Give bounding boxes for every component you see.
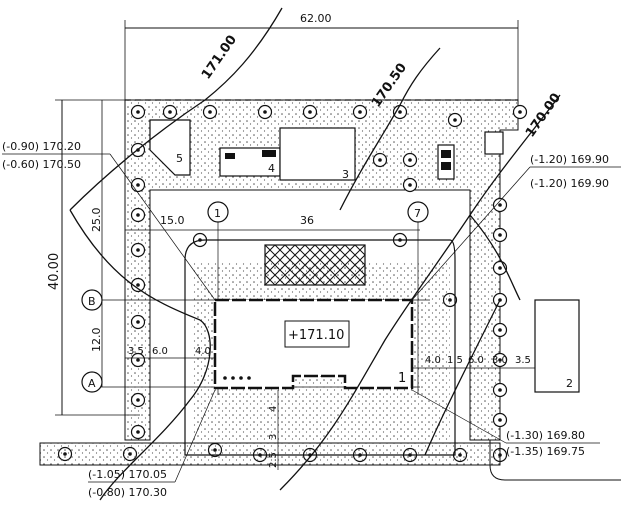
tree-center-dot [136, 110, 140, 114]
tree-center-dot [136, 358, 140, 362]
building-elevation-label: +171.10 [288, 328, 344, 343]
svg-text:B: B [88, 295, 96, 308]
structure-3: 3 [279, 127, 356, 181]
axis-bubble-col-right: 7 [407, 201, 429, 223]
right-row-dimensions: 4.0 1.5 6.0 3.0 3.5 [412, 355, 535, 369]
tree-center-dot [208, 110, 212, 114]
tree-center-dot [498, 328, 502, 332]
tree-center-dot [498, 388, 502, 392]
upper-depth-label: 25.0 [90, 208, 103, 233]
tree-center-dot [136, 320, 140, 324]
svg-text:6.0: 6.0 [152, 346, 168, 357]
axis-span-label: 36 [300, 214, 314, 227]
contour-label-171: 171.00 [199, 33, 240, 83]
svg-text:6.0: 6.0 [468, 355, 484, 366]
svg-text:4: 4 [268, 162, 275, 175]
left-row-dimensions: 3.5 6.0 4.0 [125, 346, 215, 359]
tree-center-dot [358, 110, 362, 114]
axis-bubble-col-left: 1 [207, 201, 229, 223]
overall-height-label: 40.00 [47, 253, 62, 290]
tree-center-dot [168, 110, 172, 114]
svg-text:(-0.80) 170.30: (-0.80) 170.30 [88, 486, 167, 499]
svg-text:A: A [88, 377, 96, 390]
left-offset-label: 15.0 [160, 214, 185, 227]
structure-4: 4 [219, 147, 281, 177]
tree-center-dot [136, 248, 140, 252]
main-building: +171.10 1 [213, 298, 414, 390]
tree-center-dot [136, 283, 140, 287]
tree-center-dot [136, 183, 140, 187]
road-bands [39, 440, 621, 481]
left-dimensions: 40.00 25.0 12.0 [47, 99, 140, 416]
svg-text:4: 4 [268, 406, 279, 412]
structure-small-right [437, 131, 504, 180]
tree-center-dot [498, 418, 502, 422]
axis-bubble-row-top: B [81, 289, 103, 311]
tree-center-dot [398, 110, 402, 114]
lower-depth-label: 12.0 [90, 328, 103, 353]
tree-center-dot [378, 158, 382, 162]
svg-text:1.5: 1.5 [447, 355, 463, 366]
svg-text:3.0: 3.0 [492, 355, 508, 366]
structure-5: 5 [149, 119, 191, 176]
svg-text:(-1.20) 169.90: (-1.20) 169.90 [530, 153, 609, 166]
svg-text:4.0: 4.0 [195, 346, 211, 357]
svg-text:3.5: 3.5 [515, 355, 531, 366]
tree-center-dot [136, 430, 140, 434]
svg-text:3: 3 [342, 168, 349, 181]
tree-center-dot [136, 213, 140, 217]
svg-text:(-1.20) 169.90: (-1.20) 169.90 [530, 177, 609, 190]
tree-center-dot [498, 233, 502, 237]
spot-levels-bottom-right: (-1.30) 169.80 (-1.35) 169.75 [411, 389, 600, 458]
spot-levels-top-right: (-1.20) 169.90 (-1.20) 169.90 [411, 153, 621, 301]
tree-center-dot [453, 118, 457, 122]
tree-center-dot [498, 266, 502, 270]
overall-width-dimension: 62.00 [124, 12, 519, 105]
spot-levels-top-left: (-0.90) 170.20 (-0.60) 170.50 [2, 140, 216, 301]
svg-text:2: 2 [566, 377, 573, 390]
tree-center-dot [263, 110, 267, 114]
svg-text:(-1.35) 169.75: (-1.35) 169.75 [506, 445, 585, 458]
svg-text:(-0.90) 170.20: (-0.90) 170.20 [2, 140, 81, 153]
svg-text:5: 5 [176, 152, 183, 165]
entrance-marker-label: 1 [398, 371, 406, 386]
svg-text:(-1.05) 170.05: (-1.05) 170.05 [88, 468, 167, 481]
contour-label-170: 170.00 [523, 91, 564, 141]
svg-text:4.0: 4.0 [425, 355, 441, 366]
overall-width-label: 62.00 [300, 12, 332, 25]
svg-text:1: 1 [214, 207, 221, 220]
tree-center-dot [308, 110, 312, 114]
tree-center-dot [408, 183, 412, 187]
svg-text:(-0.60) 170.50: (-0.60) 170.50 [2, 158, 81, 171]
spot-levels-bottom-left: (-1.05) 170.05 (-0.80) 170.30 [88, 389, 216, 499]
structure-2: 2 [534, 299, 580, 393]
svg-text:3.5: 3.5 [128, 346, 144, 357]
svg-text:3: 3 [268, 434, 279, 440]
tree-center-dot [136, 398, 140, 402]
tree-center-dot [408, 158, 412, 162]
svg-text:(-1.30) 169.80: (-1.30) 169.80 [506, 429, 585, 442]
tree-center-dot [498, 203, 502, 207]
svg-text:7: 7 [414, 207, 421, 220]
tree-center-dot [498, 358, 502, 362]
tree-center-dot [518, 110, 522, 114]
axis-bubble-row-bottom: A [81, 371, 103, 393]
site-boundary-band [124, 99, 519, 441]
